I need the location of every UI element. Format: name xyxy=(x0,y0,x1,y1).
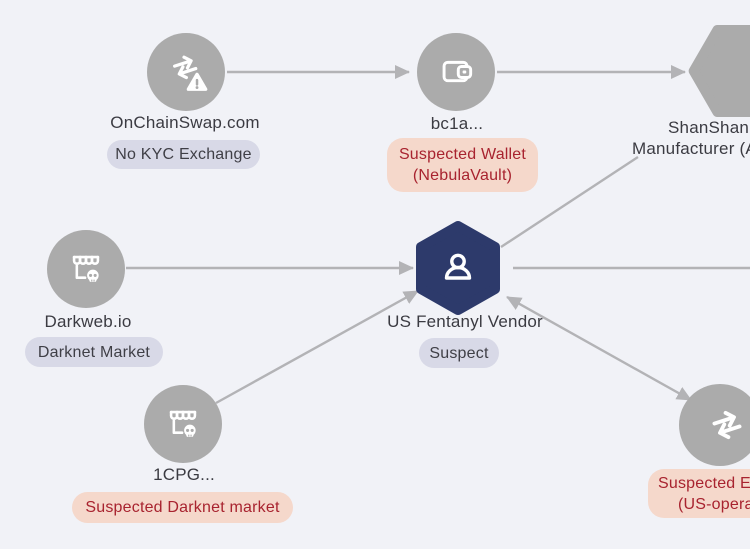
node-onchainswap[interactable] xyxy=(147,33,225,111)
node-label-manufacturer-line1: ShanShan Ch xyxy=(668,118,750,137)
node-label-onchainswap: OnChainSwap.com xyxy=(110,113,260,132)
store-skull-icon xyxy=(72,255,100,282)
edge-vendor-to-manufacturer[interactable] xyxy=(500,155,639,249)
node-label-darknet2: 1CPG... xyxy=(153,465,215,484)
badge-suspected-exchange: Suspected Ex (US-opera xyxy=(648,469,750,518)
badge-suspected-wallet: Suspected Wallet (NebulaVault) xyxy=(387,138,538,192)
node-label-manufacturer-line2: Manufacturer (As xyxy=(632,139,750,158)
badge-suspected-exchange-line1: Suspected Ex xyxy=(658,474,750,492)
node-wallet-bc1a[interactable] xyxy=(417,33,495,111)
badge-suspected-wallet-line2: (NebulaVault) xyxy=(412,167,513,184)
node-label-wallet: bc1a... xyxy=(430,114,484,133)
badge-suspect: Suspect xyxy=(419,338,499,368)
person-icon xyxy=(444,253,472,280)
badge-suspected-darknet-market: Suspected Darknet market xyxy=(72,492,293,523)
badge-no-kyc-exchange: No KYC Exchange xyxy=(107,140,260,169)
node-manufacturer-shanshan[interactable] xyxy=(688,24,750,118)
store-skull-icon xyxy=(169,410,197,437)
node-label-vendor: US Fentanyl Vendor xyxy=(387,312,543,331)
node-darkweb[interactable] xyxy=(47,230,125,308)
node-darknet2-1cpg[interactable] xyxy=(144,385,222,463)
badge-darknet-market: Darknet Market xyxy=(25,337,163,367)
swap-icon xyxy=(712,410,742,440)
badge-suspected-exchange-line2: (US-opera xyxy=(678,495,750,513)
swap-warning-icon xyxy=(173,55,208,91)
badge-suspected-wallet-line1: Suspected Wallet xyxy=(398,146,527,163)
edge-vendor-exchange-two-way[interactable] xyxy=(506,295,692,402)
wallet-icon xyxy=(442,60,473,83)
edge-darknet2-to-vendor[interactable] xyxy=(215,289,419,405)
node-label-darkweb: Darkweb.io xyxy=(44,312,132,331)
